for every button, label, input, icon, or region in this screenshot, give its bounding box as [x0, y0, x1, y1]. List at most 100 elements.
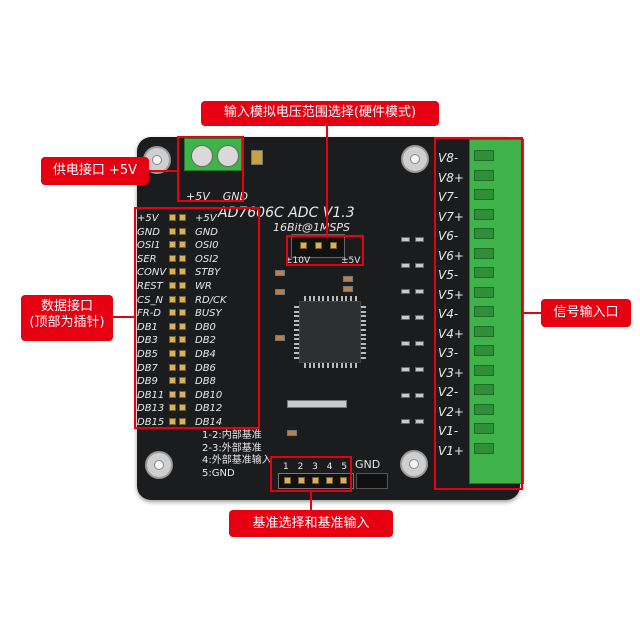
chip-lead [317, 363, 320, 368]
header-pin[interactable] [179, 404, 186, 412]
header-pin[interactable] [169, 322, 176, 330]
reference-note: 1-2:内部基准 [202, 430, 262, 441]
header-pin[interactable] [179, 295, 186, 303]
header-pin[interactable] [179, 377, 186, 385]
pin-label: DB3 [137, 335, 158, 347]
chip-lead [340, 296, 343, 301]
header-pin[interactable] [169, 295, 176, 303]
header-pin[interactable] [169, 282, 176, 289]
smd-resistor [415, 237, 424, 242]
smd-resistor [401, 237, 410, 242]
power-pin-5v-label: +5V [186, 190, 210, 203]
chip-lead [331, 363, 334, 368]
header-pin[interactable] [169, 241, 176, 249]
terminal-slot[interactable] [474, 169, 494, 181]
chip-lead [331, 296, 334, 301]
header-pin[interactable] [169, 254, 176, 262]
terminal-slot[interactable] [474, 189, 494, 200]
terminal-slot[interactable] [474, 423, 494, 434]
header-pin[interactable] [179, 309, 186, 317]
header-pin[interactable] [179, 363, 186, 371]
reference-connector-line [310, 491, 312, 512]
pin-labels-right: +5V GND OSI0 OSI2 STBY WR RD/CK BUSY DB0… [195, 212, 231, 430]
header-pin[interactable] [179, 268, 186, 276]
chip-lead [294, 329, 299, 331]
terminal-slot[interactable] [474, 442, 494, 454]
header-pin[interactable] [169, 336, 176, 344]
smd-resistor-row [287, 400, 347, 408]
chip-lead [294, 342, 299, 345]
pin-label: DB1 [137, 321, 158, 333]
signal-channel-label: V3- [438, 346, 459, 360]
smd-resistor [401, 393, 410, 398]
jumper-pin[interactable] [300, 242, 307, 249]
terminal-slot[interactable] [474, 247, 494, 259]
chip-lead [294, 310, 299, 313]
terminal-slot[interactable] [474, 150, 494, 161]
terminal-slot[interactable] [474, 228, 494, 239]
header-pin[interactable] [179, 390, 186, 398]
terminal-slot[interactable] [474, 364, 494, 376]
range-jumper[interactable] [291, 234, 345, 258]
header-pin[interactable] [179, 227, 186, 235]
pin-label: CS_N [137, 294, 163, 306]
jumper-pin[interactable] [330, 242, 337, 249]
terminal-slot[interactable] [474, 384, 494, 395]
chip-lead [294, 333, 299, 336]
terminal-slot[interactable] [474, 345, 494, 356]
terminal-slot[interactable] [474, 306, 494, 317]
reference-note: 5:GND [202, 467, 235, 479]
terminal-slot[interactable] [474, 325, 494, 337]
header-pin[interactable] [169, 350, 176, 357]
pin-label: REST [137, 280, 163, 292]
header-pin[interactable] [169, 418, 176, 425]
terminal-slot[interactable] [474, 403, 494, 415]
jumper-pin[interactable] [315, 242, 322, 249]
terminal-slot[interactable] [474, 286, 494, 298]
header-pin[interactable] [169, 309, 176, 317]
header-pin[interactable] [169, 377, 176, 385]
header-pin[interactable] [169, 363, 176, 371]
terminal-slot[interactable] [474, 208, 494, 220]
pin-label: DB11 [137, 389, 165, 401]
pin-label: +5V [195, 213, 217, 224]
header-pin[interactable] [169, 268, 176, 276]
header-pin[interactable] [179, 254, 186, 262]
terminal-slot[interactable] [474, 267, 494, 278]
signal-channel-label: V8+ [438, 170, 464, 185]
header-pin[interactable] [179, 350, 186, 357]
reference-jumper[interactable] [278, 473, 354, 489]
pin-label: DB0 [195, 321, 216, 333]
jumper-pin[interactable] [340, 477, 347, 484]
chip-lead [361, 338, 366, 341]
header-pin[interactable] [179, 241, 186, 249]
chip-lead [313, 363, 316, 368]
range-5v-label: ±5V [341, 256, 361, 266]
range-connector-line [326, 124, 328, 236]
pin-label: OSI2 [195, 253, 219, 265]
jumper-pin[interactable] [326, 477, 333, 484]
header-pin[interactable] [179, 282, 186, 289]
jumper-pin[interactable] [312, 477, 319, 484]
header-pin[interactable] [179, 418, 186, 425]
reference-highlight-box [270, 456, 352, 492]
chip-lead [294, 356, 299, 359]
header-pin[interactable] [169, 227, 176, 235]
header-pin[interactable] [179, 214, 186, 221]
chip-lead [361, 315, 366, 318]
reference-notes: 1-2:内部基准 2-3:外部基准 4:外部基准输入 5:GND [202, 430, 272, 480]
header-pin[interactable] [179, 322, 186, 330]
jumper-pin[interactable] [298, 477, 305, 484]
signal-channel-label: V4- [438, 307, 459, 321]
header-pin[interactable] [169, 214, 176, 221]
chip-lead [361, 356, 366, 359]
smd-capacitor [287, 430, 297, 436]
header-pin[interactable] [179, 336, 186, 344]
input-filter-network [401, 237, 437, 447]
pin-label: WR [195, 280, 212, 292]
header-pin[interactable] [169, 390, 176, 398]
mounting-hole-bottom-left [145, 451, 173, 479]
header-pin[interactable] [169, 404, 176, 412]
jumper-pin[interactable] [284, 477, 291, 484]
chip-lead [294, 352, 299, 354]
